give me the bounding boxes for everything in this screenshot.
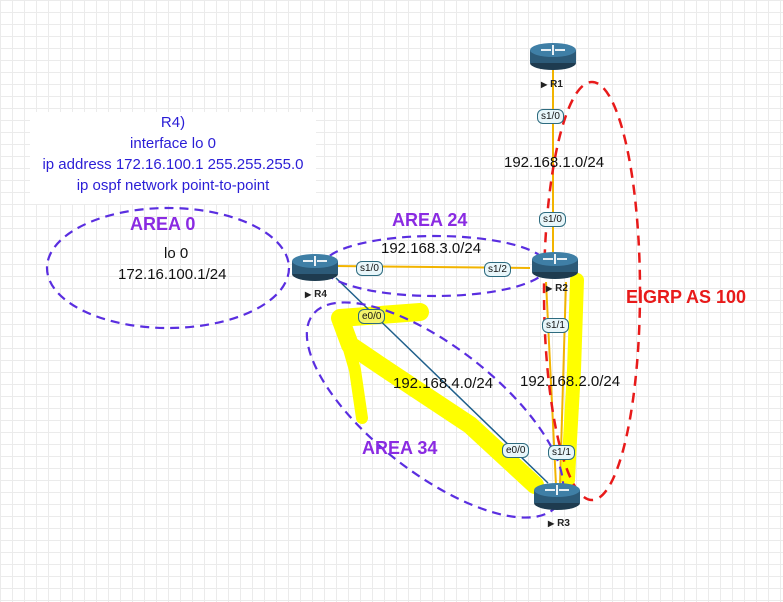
network-r4-r2: 192.168.3.0/24 <box>381 240 482 257</box>
loopback-address: 172.16.100.1/24 <box>118 266 227 283</box>
note-line-4: ip ospf network point-to-point <box>76 177 270 194</box>
highlight-marks <box>331 273 584 494</box>
router-r4-icon[interactable] <box>290 252 340 282</box>
iface-r4-s1-0[interactable]: s1/0 <box>356 261 383 276</box>
highlight-r4-r3-path <box>331 303 544 494</box>
router-r2-label: R2 <box>546 283 568 294</box>
eigrp-label: EIGRP AS 100 <box>626 287 747 307</box>
area-0-label: AREA 0 <box>130 214 196 234</box>
iface-r2-s1-0[interactable]: s1/0 <box>539 212 566 227</box>
highlight-r4-r3-tail <box>334 312 368 424</box>
router-r3-icon[interactable] <box>532 481 582 511</box>
iface-r1-s1-0[interactable]: s1/0 <box>537 109 564 124</box>
note-line-2: interface lo 0 <box>130 135 216 152</box>
area-24-label: AREA 24 <box>392 210 468 230</box>
note-line-3: ip address 172.16.100.1 255.255.255.0 <box>42 156 304 173</box>
area-0-boundary <box>45 206 291 330</box>
router-r2-icon[interactable] <box>530 250 580 280</box>
router-r4-label: R4 <box>305 289 327 300</box>
network-r4-r3: 192.168.4.0/24 <box>393 375 494 392</box>
highlight-r2-r3-path <box>561 273 584 487</box>
note-line-1: R4) <box>160 114 186 131</box>
router-r1-icon[interactable] <box>528 41 578 71</box>
iface-r2-s1-1[interactable]: s1/1 <box>542 318 569 333</box>
config-note: R4) interface lo 0 ip address 172.16.100… <box>30 112 316 204</box>
network-r1-r2: 192.168.1.0/24 <box>504 154 605 171</box>
iface-r4-e0-0[interactable]: e0/0 <box>358 309 386 324</box>
iface-r3-s1-1[interactable]: s1/1 <box>548 445 575 460</box>
network-r2-r3: 192.168.2.0/24 <box>520 373 621 390</box>
area-34-label: AREA 34 <box>362 438 438 458</box>
iface-r3-e0-0[interactable]: e0/0 <box>502 443 530 458</box>
router-r3-label: R3 <box>548 518 570 529</box>
loopback-name: lo 0 <box>164 245 189 262</box>
eigrp-boundary <box>542 80 642 502</box>
router-r1-label: R1 <box>541 79 563 90</box>
iface-r2-s1-2[interactable]: s1/2 <box>484 262 511 277</box>
